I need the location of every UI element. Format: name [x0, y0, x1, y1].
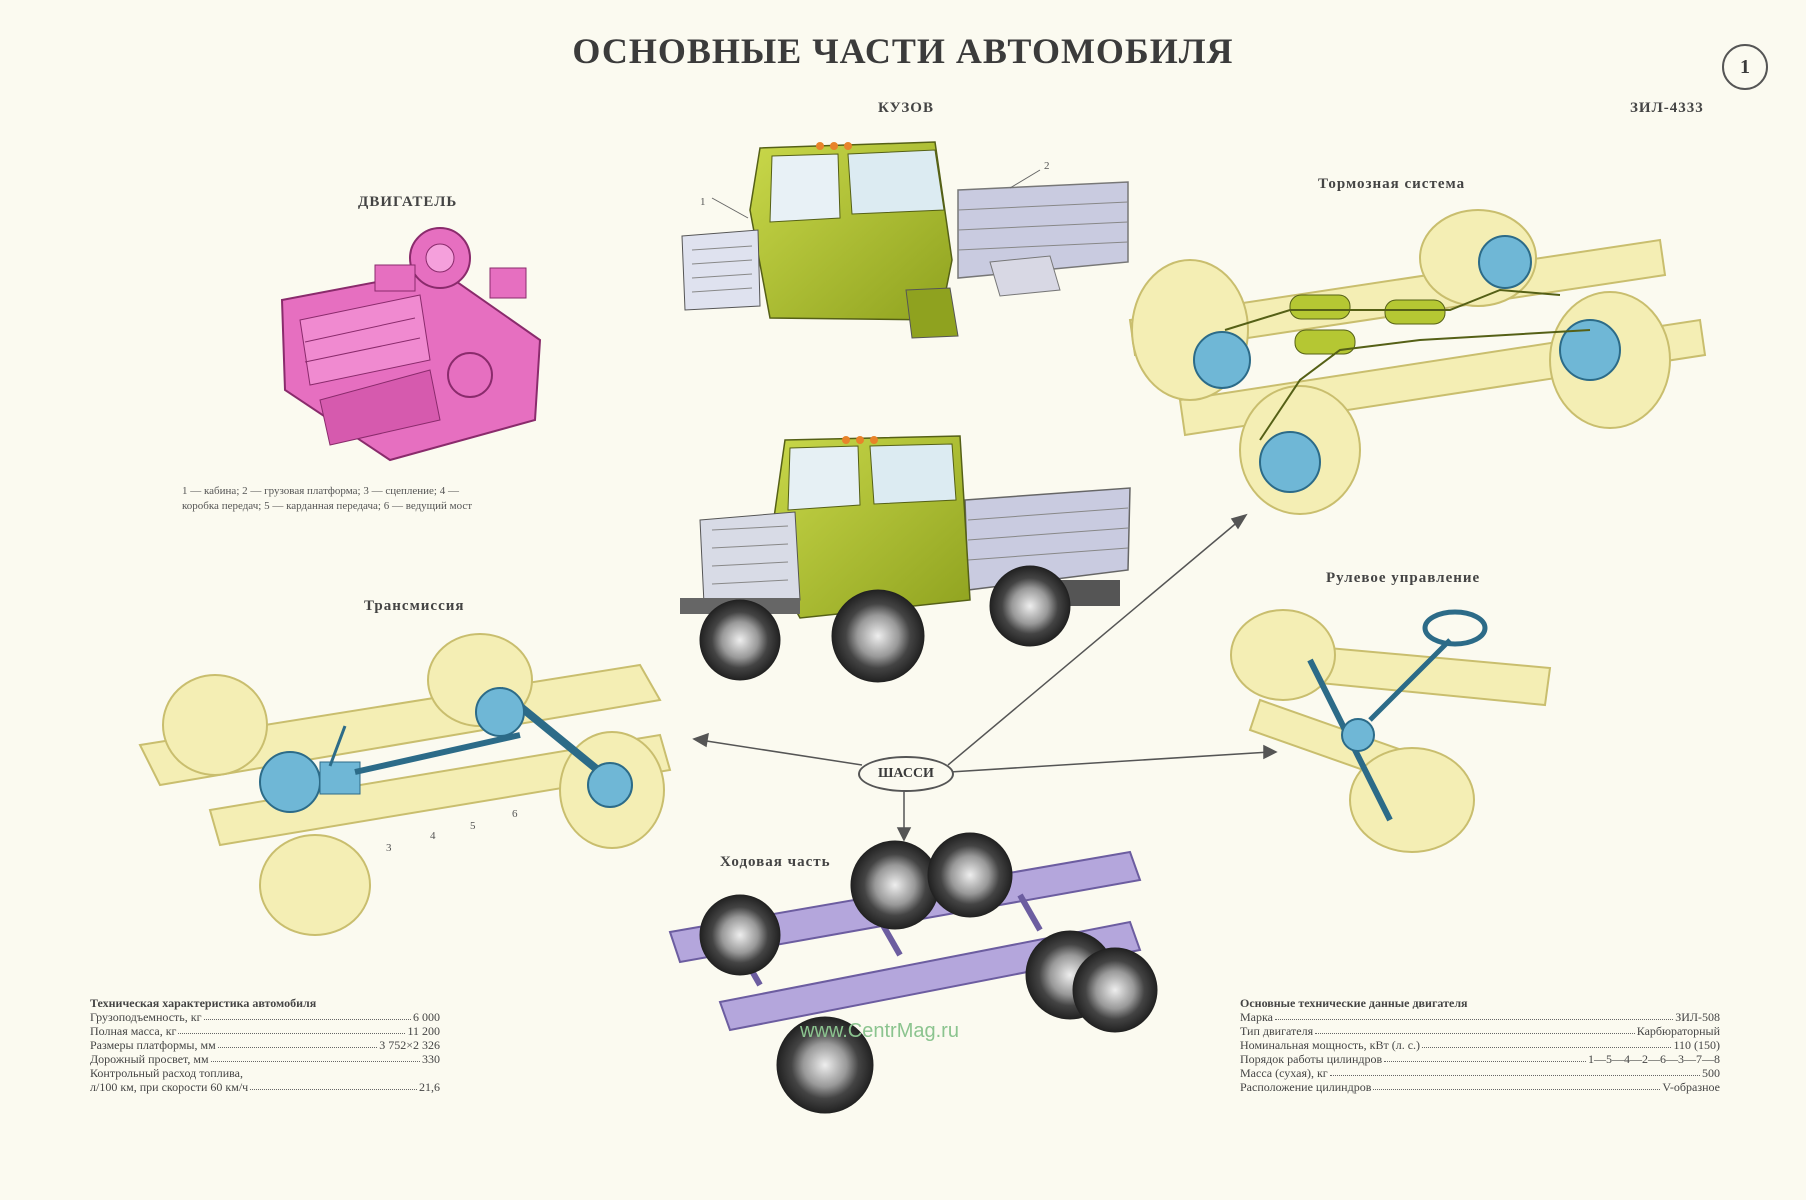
transmission-label: Трансмиссия — [364, 598, 465, 614]
vehicle-spec-row: Размеры платформы, мм 3 752×2 326 — [90, 1038, 440, 1052]
callout-5: 5 — [470, 820, 476, 832]
callout-1: 1 — [700, 196, 706, 208]
spec-label: Марка — [1240, 1010, 1273, 1024]
chassis-arrows — [692, 513, 1278, 842]
spec-value: 11 200 — [407, 1024, 440, 1038]
body-label: КУЗОВ — [878, 100, 934, 116]
spec-value: 21,6 — [419, 1080, 440, 1094]
engine-specs-heading: Основные технические данные двигателя — [1240, 996, 1468, 1010]
watermark: www.CentrMag.ru — [800, 1020, 959, 1042]
engine-spec-row: Марка ЗИЛ-508 — [1240, 1010, 1720, 1024]
spec-label: Расположение цилиндров — [1240, 1080, 1372, 1094]
spec-value: 6 000 — [413, 1010, 440, 1024]
spec-value: Карбюраторный — [1636, 1024, 1720, 1038]
spec-label: Размеры платформы, мм — [90, 1038, 216, 1052]
spec-label: Номинальная мощность, кВт (л. с.) — [1240, 1038, 1421, 1052]
callout-4: 4 — [430, 830, 436, 842]
spec-label: Тип двигателя — [1240, 1024, 1314, 1038]
brakes-label: Тормозная система — [1318, 176, 1466, 192]
spec-label: Порядок работы цилиндров — [1240, 1052, 1383, 1066]
engine-spec-row: Порядок работы цилиндров 1—5—4—2—6—3—7—8 — [1240, 1052, 1720, 1066]
spec-value: 330 — [422, 1052, 440, 1066]
poster-title: ОСНОВНЫЕ ЧАСТИ АВТОМОБИЛЯ — [572, 31, 1234, 71]
engine-spec-row: Тип двигателя Карбюраторный — [1240, 1024, 1720, 1038]
running-gear-label: Ходовая часть — [720, 854, 831, 870]
engine-specs: Основные технические данные двигателя Ма… — [1240, 996, 1720, 1094]
engine-spec-row: Масса (сухая), кг 500 — [1240, 1066, 1720, 1080]
spec-label: Грузоподъемность, кг — [90, 1010, 202, 1024]
callout-2: 2 — [1044, 160, 1050, 172]
spec-value: 500 — [1702, 1066, 1720, 1080]
model-label: ЗИЛ-4333 — [1630, 100, 1704, 116]
transmission-illustration — [138, 633, 672, 936]
spec-value: 3 752×2 326 — [379, 1038, 440, 1052]
spec-value: ЗИЛ-508 — [1675, 1010, 1720, 1024]
spec-value: 1—5—4—2—6—3—7—8 — [1588, 1052, 1720, 1066]
spec-label: л/100 км, при скорости 60 км/ч — [90, 1080, 249, 1094]
steering-label: Рулевое управление — [1326, 570, 1481, 586]
body-illustration — [681, 141, 1129, 339]
parts-legend: 1 — кабина; 2 — грузовая платформа; 3 — … — [182, 484, 642, 514]
vehicle-specs-heading: Техническая характеристика автомобиля — [90, 996, 317, 1010]
truck-illustration — [680, 435, 1131, 683]
spec-label: Масса (сухая), кг — [1240, 1066, 1328, 1080]
steering-illustration — [1230, 609, 1552, 853]
engine-label: ДВИГАТЕЛЬ — [358, 194, 458, 210]
callout-3: 3 — [386, 842, 392, 854]
vehicle-spec-row: Грузоподъемность, кг 6 000 — [90, 1010, 440, 1024]
chassis-label: ШАССИ — [858, 756, 954, 792]
callout-6: 6 — [512, 808, 518, 820]
vehicle-spec-row: Полная масса, кг 11 200 — [90, 1024, 440, 1038]
running-gear-illustration — [668, 832, 1158, 1114]
spec-label: Дорожный просвет, мм — [90, 1052, 209, 1066]
spec-value: 110 (150) — [1673, 1038, 1720, 1052]
parts-legend-line-2: коробка передач; 5 — карданная передача;… — [182, 500, 473, 512]
spec-label: Полная масса, кг — [90, 1024, 177, 1038]
vehicle-spec-row: л/100 км, при скорости 60 км/ч 21,6 — [90, 1080, 440, 1094]
parts-legend-line-1: 1 — кабина; 2 — грузовая платформа; 3 — … — [182, 485, 459, 497]
engine-spec-row: Номинальная мощность, кВт (л. с.) 110 (15… — [1240, 1038, 1720, 1052]
vehicle-spec-row: Дорожный просвет, мм 330 — [90, 1052, 440, 1066]
engine-illustration — [280, 227, 542, 462]
vehicle-specs: Техническая характеристика автомобиля Гр… — [90, 996, 440, 1094]
brake-system-illustration — [1128, 209, 1707, 515]
spec-value: V-образное — [1662, 1080, 1720, 1094]
fuel-line-1: Контрольный расход топлива, — [90, 1066, 243, 1080]
poster-number: 1 — [1722, 44, 1768, 90]
engine-spec-row: Расположение цилиндров V-образное — [1240, 1080, 1720, 1094]
